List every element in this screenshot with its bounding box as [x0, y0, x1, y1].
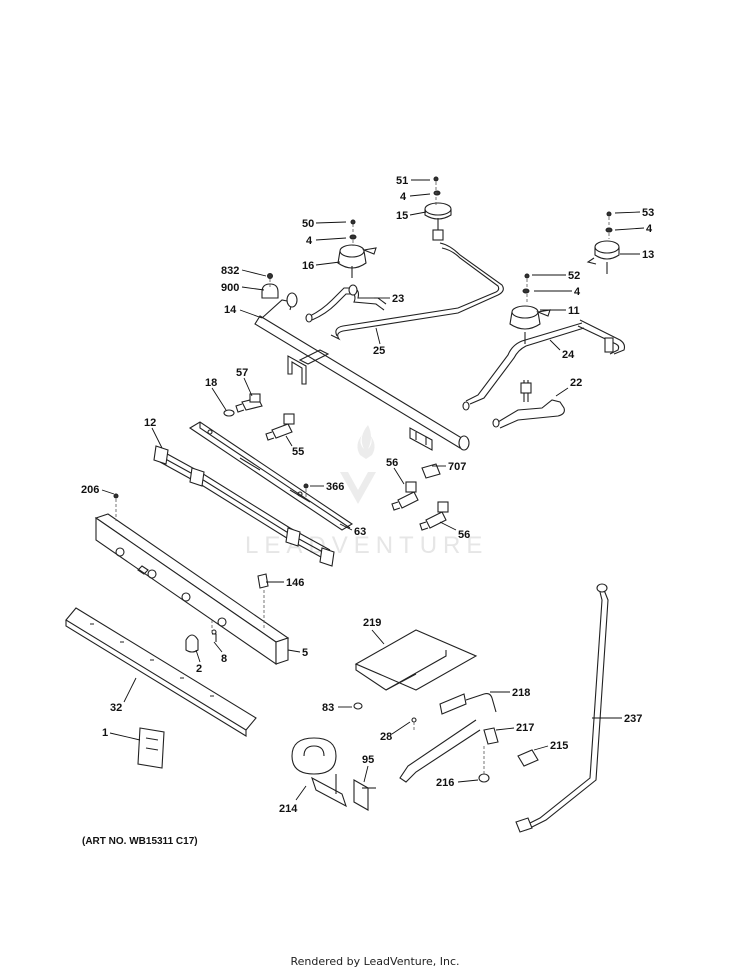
callout-146: 146 [286, 577, 304, 589]
callout-1: 1 [102, 727, 108, 739]
bracket-63 [188, 421, 354, 531]
heat-shield-219 [354, 629, 478, 691]
callout-53: 53 [642, 207, 654, 219]
harness-12 [153, 445, 335, 567]
bracket-95 [353, 779, 376, 811]
clamp-832-900 [261, 273, 279, 299]
callout-206: 206 [81, 484, 99, 496]
knob-2 [185, 634, 199, 653]
grommet-83 [353, 702, 363, 710]
callout-900: 900 [221, 282, 239, 294]
callout-2: 2 [196, 663, 202, 675]
ignitor-218 [439, 692, 497, 715]
callout-237: 237 [624, 713, 642, 725]
callout-4c: 4 [646, 223, 653, 235]
callout-4d: 4 [574, 286, 581, 298]
callout-52: 52 [568, 270, 580, 282]
valve-56-upper [391, 481, 419, 511]
callout-5: 5 [302, 647, 308, 659]
callout-15: 15 [396, 210, 408, 222]
callout-22: 22 [570, 377, 582, 389]
burner-valve-15 [330, 176, 504, 341]
callout-50: 50 [302, 218, 314, 230]
callout-56: 56 [386, 457, 398, 469]
callout-28: 28 [380, 731, 392, 743]
knob-707 [421, 463, 441, 479]
callout-4: 4 [400, 191, 407, 203]
manifold-panel-5 [94, 513, 290, 666]
callout-218: 218 [512, 687, 530, 699]
callout-57: 57 [236, 367, 248, 379]
callout-23: 23 [392, 293, 404, 305]
tube-22 [492, 380, 565, 429]
screw-206 [113, 493, 119, 499]
screw-8 [211, 629, 217, 642]
valve-56-lower [419, 501, 449, 531]
igniter-module-214 [291, 737, 347, 808]
callout-707: 707 [448, 461, 466, 473]
bag-1 [137, 727, 165, 769]
art-number: (ART NO. WB15311 C17) [82, 836, 198, 847]
callout-25: 25 [373, 345, 385, 357]
callout-55: 55 [292, 446, 304, 458]
callout-32: 32 [110, 702, 122, 714]
callout-219: 219 [363, 617, 381, 629]
clip-146 [257, 573, 269, 589]
callout-216: 216 [436, 777, 454, 789]
callout-13: 13 [642, 249, 654, 261]
burner-valve-16 [337, 219, 377, 278]
bracket-217 [399, 719, 499, 783]
tube-24 [462, 319, 626, 411]
leadventure-watermark: LEADVENTURE [245, 425, 488, 559]
tube-23 [305, 284, 387, 323]
callout-83: 83 [322, 702, 334, 714]
callout-11: 11 [568, 305, 580, 317]
callout-14: 14 [224, 304, 237, 316]
tube-237 [515, 583, 609, 833]
callout-24: 24 [562, 349, 575, 361]
callout-63: 63 [354, 526, 366, 538]
callout-16: 16 [302, 260, 314, 272]
callout-215: 215 [550, 740, 568, 752]
callout-4b: 4 [306, 235, 313, 247]
screw-366 [303, 483, 309, 489]
burner-valve-13 [586, 211, 620, 274]
callout-832: 832 [221, 265, 239, 277]
bracket-215 [517, 749, 539, 767]
callout-8: 8 [221, 653, 227, 665]
callout-217: 217 [516, 722, 534, 734]
footer-credit: Rendered by LeadVenture, Inc. [290, 955, 460, 968]
callout-18: 18 [205, 377, 217, 389]
nut-216 [478, 773, 490, 783]
callout-366: 366 [326, 481, 344, 493]
callout-12: 12 [144, 417, 156, 429]
trim-32 [65, 607, 257, 737]
callout-51: 51 [396, 175, 408, 187]
manifold-14 [254, 292, 470, 451]
watermark-text: LEADVENTURE [245, 532, 488, 559]
assembly-lines [115, 182, 610, 774]
callout-95: 95 [362, 754, 374, 766]
orifice-18 [223, 409, 235, 417]
valve-55 [265, 413, 295, 441]
burner-valve-11 [509, 273, 551, 344]
screw-28 [411, 717, 417, 723]
callouts: 51 4 15 50 4 16 53 4 13 832 900 23 52 4 … [81, 175, 654, 815]
callout-214: 214 [279, 803, 298, 815]
valve-57 [235, 393, 263, 413]
callout-56b: 56 [458, 529, 470, 541]
